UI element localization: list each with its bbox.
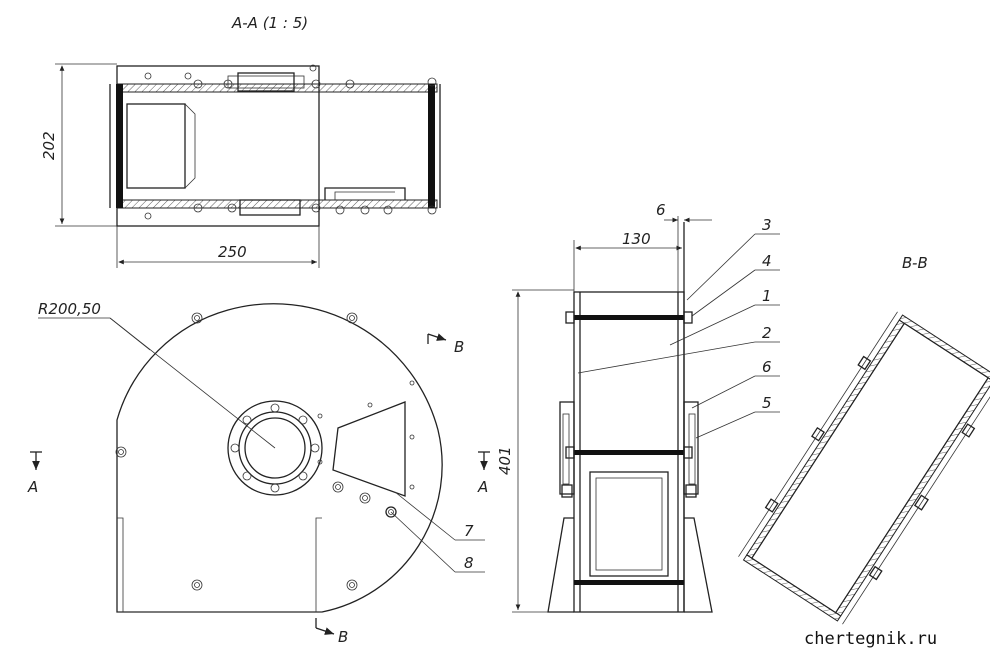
svg-text:B: B bbox=[454, 338, 464, 356]
aa-left-end-plate bbox=[116, 84, 123, 208]
svg-text:8: 8 bbox=[464, 554, 474, 572]
callout-8: 8 bbox=[390, 511, 485, 573]
callout-4: 4 bbox=[691, 252, 780, 317]
svg-text:7: 7 bbox=[464, 522, 474, 540]
dim-250-label: 250 bbox=[218, 243, 247, 261]
dim-202-label: 202 bbox=[40, 131, 58, 160]
svg-text:401: 401 bbox=[496, 446, 514, 475]
section-bb-view: B-B bbox=[738, 254, 990, 625]
svg-text:1: 1 bbox=[762, 287, 772, 305]
aa-bolts bbox=[144, 64, 437, 220]
housing-outline bbox=[116, 303, 443, 613]
section-mark-a-left: A bbox=[27, 451, 42, 496]
inlet-flange bbox=[227, 400, 323, 496]
aa-window bbox=[126, 103, 186, 189]
callout-5: 5 bbox=[695, 394, 780, 439]
aa-top-flange bbox=[237, 72, 295, 92]
aa-bottom-flange bbox=[239, 199, 301, 216]
svg-text:A: A bbox=[27, 478, 38, 496]
svg-text:4: 4 bbox=[762, 252, 772, 270]
section-bb-title: B-B bbox=[902, 254, 928, 272]
flange-bolts bbox=[230, 403, 320, 493]
callout-2: 2 bbox=[577, 324, 780, 374]
aa-bottom-wall bbox=[116, 199, 438, 209]
section-aa-title: A-A (1 : 5) bbox=[231, 14, 308, 32]
dim-250: 250 bbox=[116, 226, 320, 268]
svg-text:6: 6 bbox=[656, 201, 666, 219]
housing-bolts bbox=[115, 312, 415, 591]
svg-text:A: A bbox=[477, 478, 488, 496]
svg-text:130: 130 bbox=[622, 230, 651, 248]
svg-text:3: 3 bbox=[762, 216, 772, 234]
section-aa-view: A-A (1 : 5) bbox=[40, 14, 441, 268]
callout-7: 7 bbox=[394, 491, 485, 541]
callout-6: 6 bbox=[691, 358, 780, 409]
svg-text:5: 5 bbox=[762, 394, 772, 412]
tie-rod-top bbox=[574, 315, 684, 320]
side-flange-right bbox=[683, 401, 699, 495]
callout-3: 3 bbox=[686, 216, 780, 301]
front-view: R200,50 A A B B bbox=[27, 300, 490, 646]
callout-1: 1 bbox=[669, 287, 780, 346]
dim-130: 130 bbox=[573, 230, 682, 292]
dim-6: 6 bbox=[656, 201, 712, 292]
section-mark-a-right: A bbox=[477, 451, 490, 496]
leg-left bbox=[547, 517, 574, 613]
watermark: chertegnik.ru bbox=[804, 629, 937, 649]
section-mark-b-top: B bbox=[427, 333, 464, 356]
outlet-window bbox=[332, 401, 406, 497]
radius-callout: R200,50 bbox=[38, 300, 276, 449]
leg-right bbox=[684, 517, 713, 613]
svg-text:6: 6 bbox=[762, 358, 772, 376]
side-view: 130 6 401 3 4 1 bbox=[496, 201, 780, 613]
dim-202: 202 bbox=[40, 63, 117, 227]
aa-right-end-plate bbox=[428, 84, 435, 208]
tie-rod-bottom bbox=[574, 580, 684, 585]
tie-rod-mid bbox=[574, 450, 684, 455]
side-window bbox=[589, 471, 669, 577]
dim-401: 401 bbox=[496, 289, 574, 613]
svg-text:2: 2 bbox=[762, 324, 772, 342]
section-mark-b-bottom: B bbox=[315, 618, 348, 646]
radius-label: R200,50 bbox=[38, 300, 101, 318]
side-flange-left bbox=[559, 401, 575, 495]
svg-text:B: B bbox=[338, 628, 348, 646]
